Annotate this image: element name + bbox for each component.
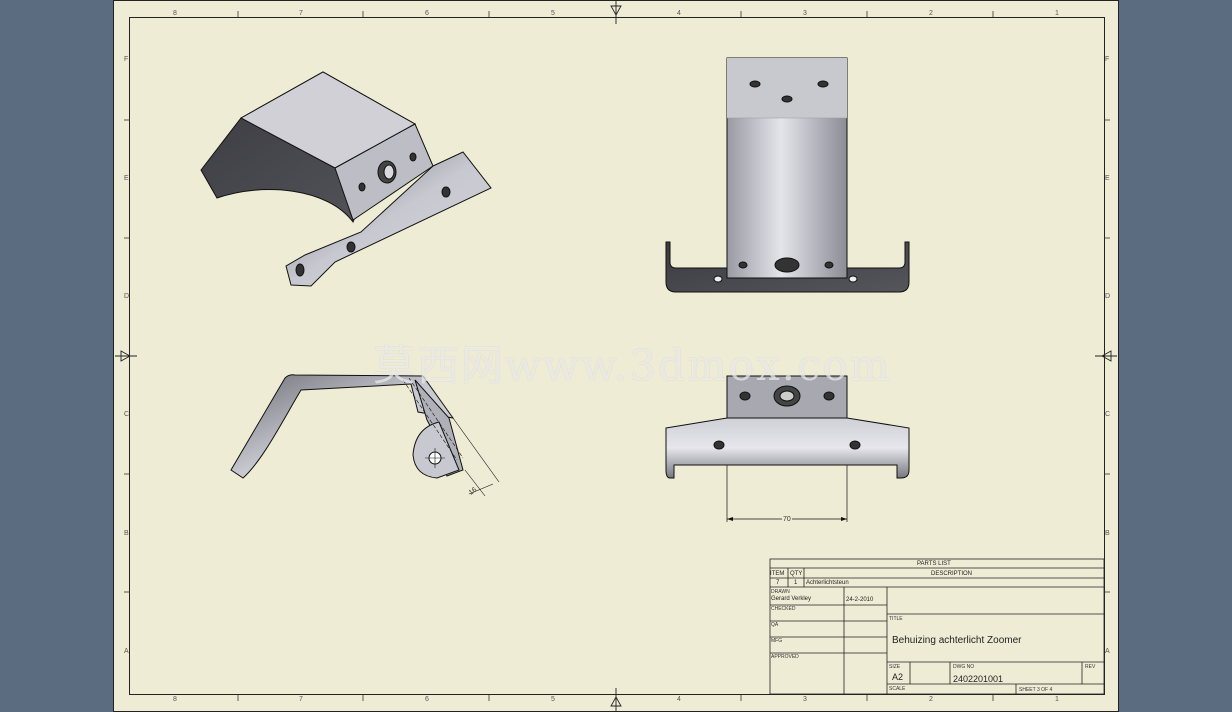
zone-label-left: E (124, 175, 129, 182)
zone-label-right: E (1105, 175, 1110, 182)
watermark: 莫西网www.3dmox.com (373, 341, 892, 390)
scale-label: SCALE (889, 686, 906, 692)
drawn-date: 24-2-2010 (846, 597, 874, 603)
side-view (230, 374, 500, 497)
zone-label-top: 8 (173, 10, 177, 17)
parts-list-row-qty: 1 (794, 580, 798, 586)
qa-label: QA (771, 622, 779, 628)
zone-label-top: 4 (677, 10, 681, 17)
front-view (665, 57, 910, 293)
zone-label-bottom: 8 (173, 696, 177, 703)
drawn-by: Gerard Verkley (771, 596, 812, 602)
approved-label: APPROVED (771, 654, 799, 660)
zone-label-bottom: 5 (551, 696, 555, 703)
drawing-title: Behuizing achterlicht Zoomer (892, 635, 1022, 646)
zone-label-bottom: 3 (803, 696, 807, 703)
title-label: TITLE (889, 616, 903, 622)
zone-label-right: C (1105, 411, 1111, 418)
mfg-label: MFG (771, 638, 783, 644)
isometric-view (200, 71, 492, 287)
parts-list-header-description: DESCRIPTION (931, 571, 973, 577)
zone-label-right: A (1105, 648, 1110, 655)
checked-label: CHECKED (771, 606, 796, 612)
top-view (665, 375, 910, 522)
zone-label-left: C (124, 411, 130, 418)
drawn-label: DRAWN (771, 589, 790, 595)
rev-label: REV (1085, 664, 1096, 670)
zone-label-left: D (124, 293, 130, 300)
zone-label-bottom: 1 (1055, 696, 1059, 703)
zone-label-bottom: 7 (299, 696, 303, 703)
parts-list-header-qty: QTY (790, 571, 803, 577)
zone-label-right: B (1105, 530, 1110, 537)
zone-label-top: 2 (929, 10, 933, 17)
dwg-no-label: DWG NO (953, 664, 975, 670)
zone-label-top: 5 (551, 10, 555, 17)
sheet-number: SHEET 3 OF 4 (1019, 687, 1053, 693)
zone-label-top: 7 (299, 10, 303, 17)
parts-list-title: PARTS LIST (917, 561, 951, 567)
zone-label-bottom: 4 (677, 696, 681, 703)
center-marks (115, 0, 1117, 712)
parts-list-header-item: ITEM (770, 571, 785, 577)
zone-label-top: 3 (803, 10, 807, 17)
size-label: SIZE (889, 664, 901, 670)
zone-label-right: D (1105, 293, 1111, 300)
drawing-sheet: 8 7 6 5 4 3 2 1 8 7 6 5 4 3 2 1 F E D C … (113, 0, 1119, 712)
zone-label-top: 6 (425, 10, 429, 17)
zone-ticks (124, 11, 1110, 701)
zone-label-bottom: 6 (425, 696, 429, 703)
parts-list-row-item: 7 (776, 580, 780, 586)
zone-label-left: A (124, 648, 129, 655)
zone-label-left: B (124, 530, 129, 537)
zone-label-top: 1 (1055, 10, 1059, 17)
dwg-no-value: 2402201001 (953, 674, 1004, 684)
zone-label-left: F (124, 56, 129, 63)
size-value: A2 (892, 672, 904, 682)
title-block-grid (769, 558, 1105, 695)
zone-label-right: F (1105, 56, 1110, 63)
dimension-width-label: 70 (782, 516, 792, 523)
zone-label-bottom: 2 (929, 696, 933, 703)
drawing-canvas (113, 0, 1119, 712)
parts-list-row-description: Achterlichtsteun (806, 580, 849, 586)
